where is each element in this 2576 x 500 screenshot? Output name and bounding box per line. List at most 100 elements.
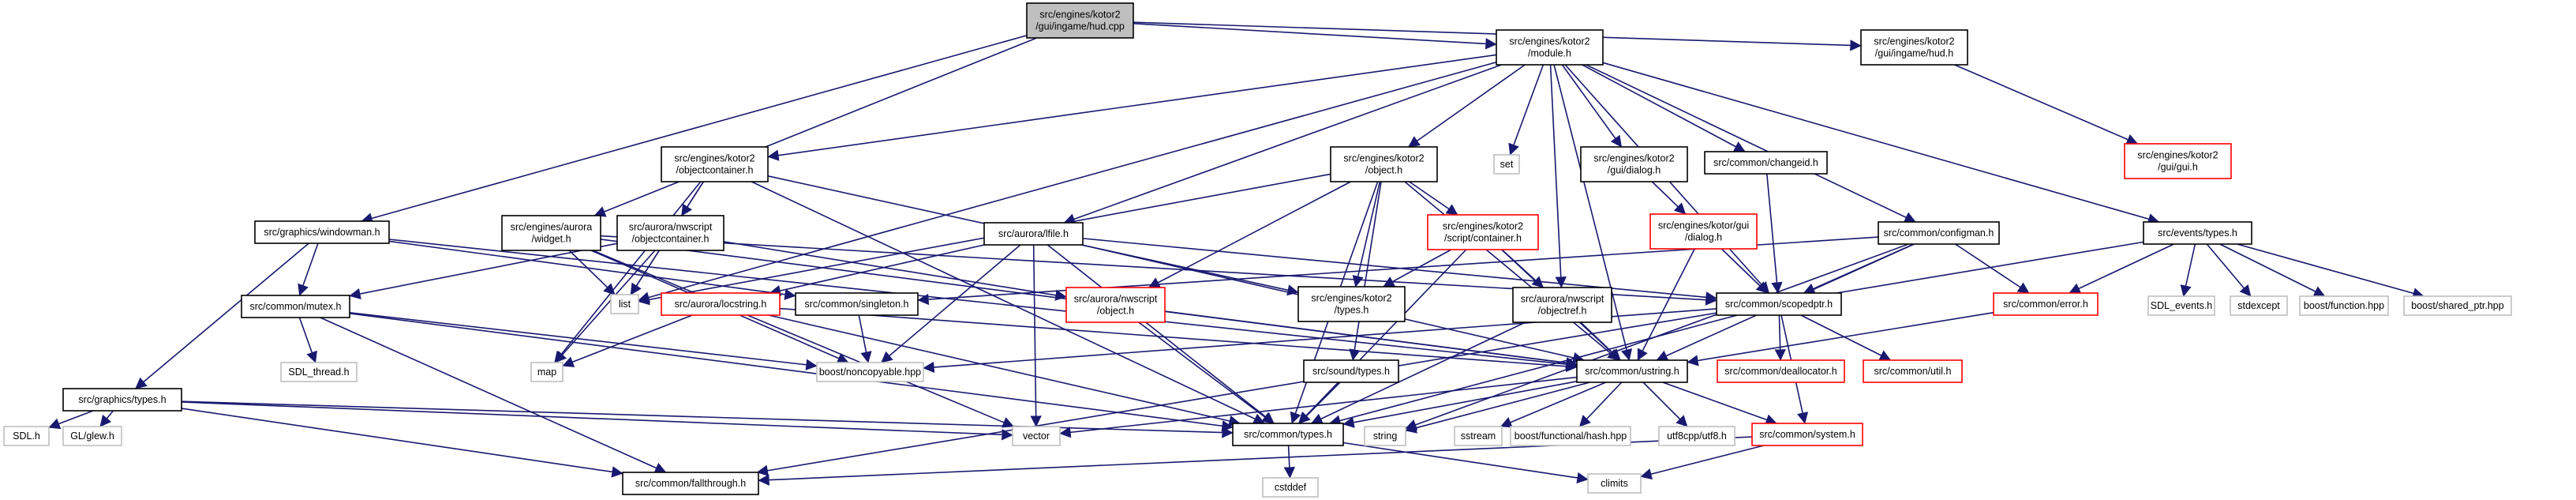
node-label: /gui/gui.h bbox=[2158, 162, 2198, 173]
node-scontainer-h[interactable]: src/engines/kotor2/script/container.h bbox=[1427, 214, 1539, 250]
node-bshared: boost/shared_ptr.hpp bbox=[2403, 295, 2512, 316]
edge-sndtypes_h-to-ctypes_h bbox=[1298, 382, 1341, 424]
node-box bbox=[1658, 426, 1735, 446]
node-objectref-h[interactable]: src/aurora/nwscript/objectref.h bbox=[1512, 287, 1612, 323]
edge-nwobjcont_h-to-list bbox=[630, 250, 660, 295]
edge-kgdialog_h-to-scopedptr_h bbox=[1720, 248, 1769, 294]
edge-ustring_h-to-ctypes_h bbox=[1342, 381, 1578, 428]
node-singleton-h[interactable]: src/common/singleton.h bbox=[795, 292, 919, 316]
edge-object_h-to-ustring_h bbox=[1404, 181, 1619, 361]
node-nwobjcont-h[interactable]: src/aurora/nwscript/objectcontainer.h bbox=[616, 215, 724, 251]
node-label: boost/shared_ptr.hpp bbox=[2411, 300, 2503, 311]
node-deallocator-h[interactable]: src/common/deallocator.h bbox=[1717, 359, 1845, 383]
node-box bbox=[661, 146, 769, 182]
node-label: SDL_thread.h bbox=[288, 367, 349, 378]
node-lfile-h[interactable]: src/aurora/lfile.h bbox=[983, 222, 1084, 246]
edge-module_h-to-lfile_h bbox=[1063, 64, 1502, 225]
node-label: src/common/fallthrough.h bbox=[635, 478, 746, 489]
edge-ctypes_h-to-climits bbox=[1342, 442, 1589, 484]
node-box bbox=[983, 222, 1084, 246]
edge-windowman_h-to-mutex_h bbox=[298, 242, 319, 296]
edge-nwobjcont_h-to-mutex_h bbox=[349, 242, 618, 300]
node-object-h[interactable]: src/engines/kotor2/object.h bbox=[1330, 146, 1438, 182]
edge-windowman_h-to-ustring_h bbox=[388, 239, 1578, 370]
node-sdlthread-h: SDL_thread.h bbox=[280, 362, 358, 382]
node-label: set bbox=[1500, 159, 1514, 170]
node-nwobject-h[interactable]: src/aurora/nwscript/object.h bbox=[1065, 287, 1166, 323]
edge-module_h-to-objectref_h bbox=[1549, 64, 1567, 288]
node-configman-h[interactable]: src/common/configman.h bbox=[1878, 221, 2000, 245]
node-label: src/engines/kotor2 bbox=[674, 153, 754, 164]
node-label: /gui/ingame/hud.cpp bbox=[1035, 21, 1125, 32]
node-objectcontainer-h[interactable]: src/engines/kotor2/objectcontainer.h bbox=[661, 146, 769, 182]
node-label: stdexcept bbox=[2237, 300, 2280, 311]
edge-ustring_h-to-bhash bbox=[1578, 382, 1623, 427]
node-box bbox=[1262, 477, 1319, 498]
edge-evtypes_h-to-error_h bbox=[2069, 243, 2174, 294]
edge-gtypes_h-to-ctypes_h bbox=[181, 400, 1234, 438]
node-label: src/graphics/types.h bbox=[78, 394, 166, 405]
node-box bbox=[1493, 154, 1520, 175]
node-ctypes-h[interactable]: src/common/types.h bbox=[1232, 423, 1344, 446]
edge-object_h-to-nwobject_h bbox=[1148, 181, 1351, 288]
edge-gtypes_h-to-vector bbox=[181, 401, 1013, 441]
edge-widget_h-to-vector bbox=[592, 250, 1014, 428]
edge-objectref_h-to-ctypes_h bbox=[1311, 321, 1526, 424]
node-label: src/aurora/lfile.h bbox=[998, 228, 1069, 239]
edge-mutex_h-to-noncopyable bbox=[349, 312, 818, 370]
edge-lfile_h-to-locstring_h bbox=[769, 244, 985, 297]
edge-locstring_h-to-ustring_h bbox=[779, 307, 1578, 373]
node-widget-h[interactable]: src/engines/aurora/widget.h bbox=[501, 215, 601, 251]
edge-locstring_h-to-map bbox=[562, 314, 693, 367]
node-noncopyable: boost/noncopyable.hpp bbox=[816, 362, 924, 382]
node-changeid-h[interactable]: src/common/changeid.h bbox=[1704, 151, 1828, 175]
node-box bbox=[62, 426, 122, 446]
edge-objectcontainer_h-to-ctypes_h bbox=[751, 181, 1265, 424]
node-hud-h[interactable]: src/engines/kotor2/gui/ingame/hud.h bbox=[1860, 29, 1968, 66]
node-label: src/aurora/nwscript bbox=[1074, 294, 1158, 305]
node-ktypes-h[interactable]: src/engines/kotor2/types.h bbox=[1297, 286, 1406, 322]
node-gui-h[interactable]: src/engines/kotor2/gui/gui.h bbox=[2124, 143, 2232, 179]
node-box bbox=[1012, 426, 1061, 446]
node-box bbox=[2230, 295, 2288, 316]
node-locstring-h[interactable]: src/aurora/locstring.h bbox=[661, 292, 781, 316]
node-evtypes-h[interactable]: src/events/types.h bbox=[2143, 221, 2252, 245]
edge-gtypes_h-to-sdl_h bbox=[48, 410, 94, 430]
node-kdialog-h[interactable]: src/engines/kotor2/gui/dialog.h bbox=[1580, 146, 1688, 182]
node-gtypes-h[interactable]: src/graphics/types.h bbox=[62, 388, 182, 412]
node-sndtypes-h[interactable]: src/sound/types.h bbox=[1303, 359, 1399, 383]
node-module-h[interactable]: src/engines/kotor2/module.h bbox=[1496, 29, 1604, 66]
node-fallthrough-h[interactable]: src/common/fallthrough.h bbox=[622, 472, 759, 495]
node-system-h[interactable]: src/common/system.h bbox=[1751, 423, 1863, 446]
node-label: src/aurora/nwscript bbox=[1521, 294, 1604, 305]
edge-hud_h-to-gui_h bbox=[1954, 64, 2139, 145]
node-sdlevents-h: SDL_events.h bbox=[2147, 295, 2215, 316]
edge-nwobjcont_h-to-nwobject_h bbox=[723, 241, 1067, 301]
edge-scopedptr_h-to-deallocator_h bbox=[1774, 314, 1786, 361]
node-box bbox=[2299, 295, 2389, 316]
node-mutex-h[interactable]: src/common/mutex.h bbox=[241, 295, 350, 318]
node-kgdialog-h[interactable]: src/engines/kotor/gui/dialog.h bbox=[1649, 213, 1758, 250]
node-label: SDL_events.h bbox=[2151, 300, 2213, 311]
node-box bbox=[1297, 286, 1406, 322]
edge-error_h-to-ustring_h bbox=[1687, 311, 1994, 367]
edge-hud_cpp-to-widget_h bbox=[593, 37, 1038, 217]
edge-mutex_h-to-ctypes_h bbox=[349, 313, 1234, 432]
node-util-h[interactable]: src/common/util.h bbox=[1863, 359, 1963, 383]
node-box bbox=[1427, 214, 1539, 250]
node-hud-cpp[interactable]: src/engines/kotor2/gui/ingame/hud.cpp bbox=[1026, 2, 1134, 39]
node-label: /script/container.h bbox=[1444, 233, 1522, 244]
node-label: /objectref.h bbox=[1538, 306, 1587, 317]
node-ustring-h[interactable]: src/common/ustring.h bbox=[1576, 359, 1688, 383]
edge-module_h-to-configman_h bbox=[1586, 64, 1916, 223]
node-label: /widget.h bbox=[531, 234, 571, 245]
node-label: climits bbox=[1601, 478, 1628, 489]
edge-scontainer_h-to-ktypes_h bbox=[1383, 249, 1452, 288]
node-label: string bbox=[1373, 430, 1398, 442]
edge-module_h-to-changeid_h bbox=[1582, 64, 1746, 152]
node-error-h[interactable]: src/common/error.h bbox=[1993, 292, 2099, 316]
node-label: /dialog.h bbox=[1685, 232, 1722, 243]
node-box bbox=[616, 215, 724, 251]
node-scopedptr-h[interactable]: src/common/scopedptr.h bbox=[1716, 292, 1842, 316]
node-windowman-h[interactable]: src/graphics/windowman.h bbox=[254, 220, 390, 244]
